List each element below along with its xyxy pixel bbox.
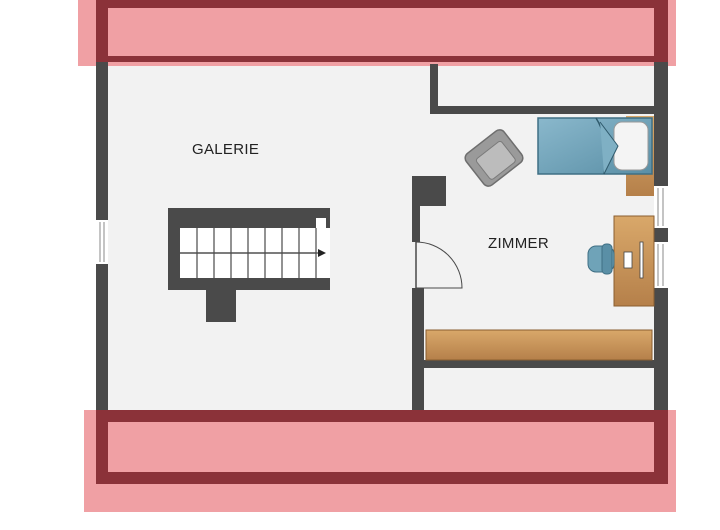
- roof-top: [78, 0, 676, 66]
- window-right-upper: [654, 186, 668, 228]
- bed-icon: [537, 116, 654, 196]
- window-right-lower: [654, 242, 668, 288]
- stairs-arrow-icon: [168, 208, 330, 322]
- window-left: [96, 220, 108, 264]
- roof-bottom: [84, 410, 676, 512]
- room-label-galerie: GALERIE: [192, 141, 259, 158]
- interior-walls: [412, 64, 654, 416]
- desk-chair-icon: [587, 243, 615, 275]
- door-swing-icon: [415, 241, 463, 289]
- room-label-zimmer: ZIMMER: [488, 235, 549, 252]
- armchair-icon: [464, 129, 524, 187]
- wardrobe: [425, 329, 653, 361]
- desk: [613, 215, 655, 307]
